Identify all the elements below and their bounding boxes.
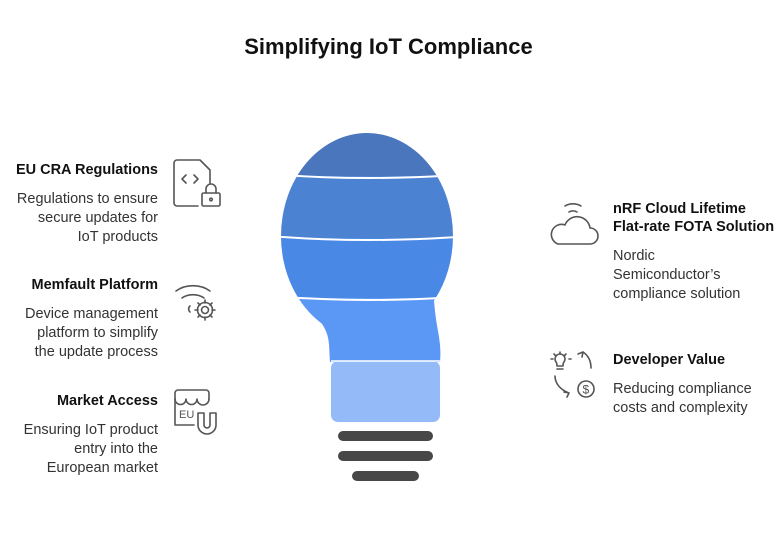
eu-cra-block: EU CRA Regulations Regulations to ensure… [16, 161, 158, 247]
bulb-base-bar-2 [338, 451, 433, 461]
market-access-desc-line: Ensuring IoT product [23, 422, 158, 438]
memfault-desc-line: Device management [25, 306, 158, 322]
developer-value-block: Developer Value Reducing compliance costs… [613, 351, 752, 418]
eu-cra-heading: EU CRA Regulations [15, 162, 158, 178]
diagram-title: Simplifying IoT Compliance [244, 34, 533, 59]
code-file-lock-icon [173, 159, 221, 207]
eu-store-magnet-icon: EU [174, 389, 217, 435]
bulb-band-1 [281, 133, 453, 176]
wifi-gear-icon [175, 284, 216, 321]
memfault-desc-line: the update process [34, 344, 158, 360]
bulb-base-bar-3 [352, 471, 419, 481]
svg-text:$: $ [583, 383, 590, 397]
bulb-neck [331, 361, 440, 422]
eu-cra-desc-line: IoT products [77, 229, 158, 245]
bulb-band-2 [281, 176, 453, 238]
developer-value-desc-line: costs and complexity [613, 400, 748, 416]
nrf-cloud-desc-line: Semiconductor’s [613, 267, 721, 283]
memfault-block: Memfault Platform Device management platf… [25, 276, 158, 362]
bulb-base-bar-1 [338, 431, 433, 441]
market-access-heading: Market Access [56, 393, 158, 409]
nrf-cloud-desc-line: compliance solution [613, 286, 741, 302]
cloud-wifi-icon [550, 203, 599, 245]
idea-dollar-cycle-icon: $ [550, 351, 595, 398]
nrf-cloud-desc-line: Nordic [613, 248, 655, 264]
nrf-cloud-heading: Flat-rate FOTA Solution [613, 219, 775, 235]
market-access-desc-line: entry into the [74, 441, 158, 457]
bulb-band-3 [281, 238, 453, 298]
eu-cra-desc-line: Regulations to ensure [16, 191, 158, 207]
market-access-block: Market Access Ensuring IoT product entry … [24, 392, 158, 478]
nrf-cloud-heading: nRF Cloud Lifetime [613, 201, 746, 217]
developer-value-desc-line: Reducing compliance [613, 381, 752, 397]
developer-value-heading: Developer Value [613, 352, 726, 368]
eu-label: EU [179, 409, 194, 421]
memfault-desc-line: platform to simplify [37, 325, 158, 341]
bulb-band-4 [281, 298, 453, 362]
market-access-desc-line: European market [46, 460, 158, 476]
memfault-heading: Memfault Platform [31, 277, 159, 293]
eu-cra-desc-line: secure updates for [37, 210, 158, 226]
